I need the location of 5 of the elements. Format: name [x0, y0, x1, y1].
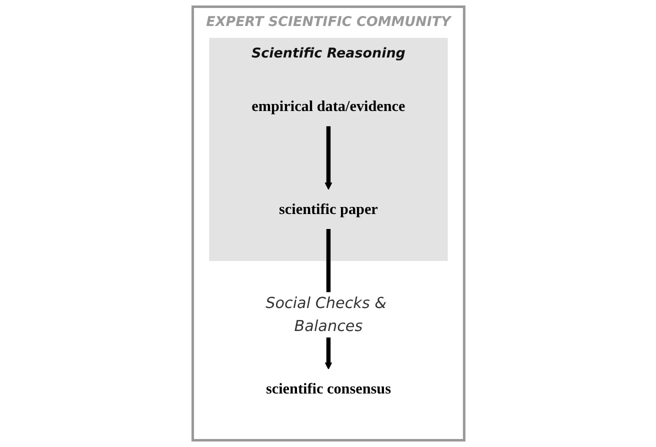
- node-text: empirical data/evidence: [251, 98, 405, 114]
- node-text: scientific consensus: [265, 380, 390, 397]
- edge-label: Social Checks & Balances: [265, 294, 386, 336]
- arrow: [324, 126, 332, 190]
- node-text: scientific paper: [278, 200, 378, 218]
